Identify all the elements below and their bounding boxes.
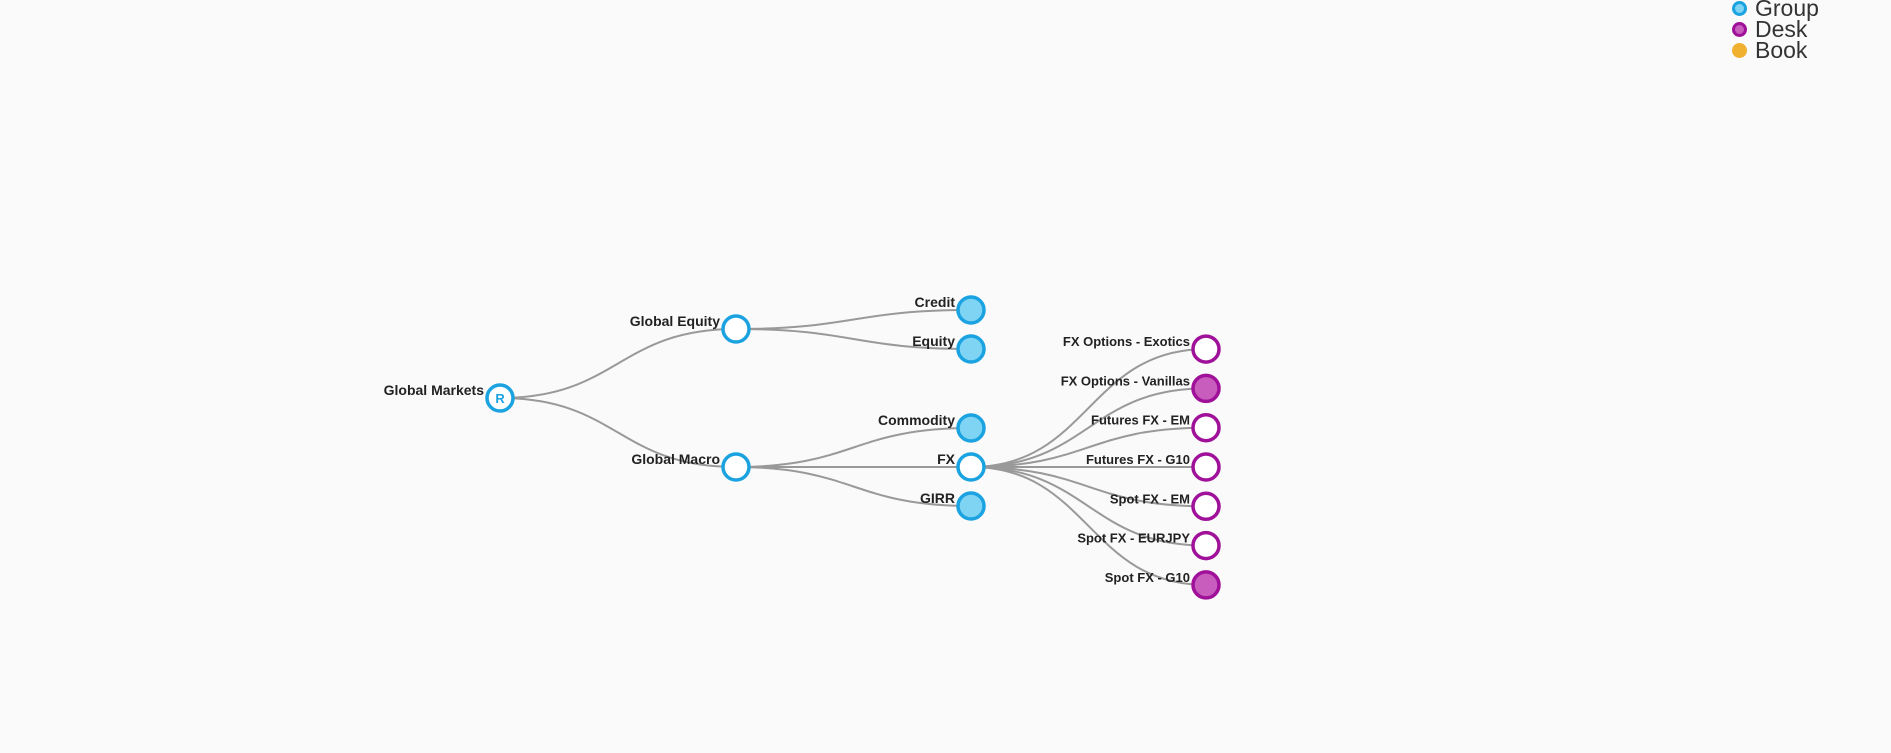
node-circle-fx[interactable] xyxy=(956,452,986,482)
node-label-fx-options-exotics: FX Options - Exotics xyxy=(1063,334,1190,349)
legend-dot-group-icon xyxy=(1732,1,1747,16)
root-letter: R xyxy=(495,391,505,406)
legend-dot-desk-icon xyxy=(1732,22,1747,37)
node-global-markets[interactable]: R Global Markets xyxy=(384,382,515,413)
link-fx-to-fx-options-vanillas xyxy=(970,387,1207,468)
tree-links xyxy=(499,309,1207,586)
node-label-fx-options-vanillas: FX Options - Vanillas xyxy=(1061,373,1190,388)
node-label-futures-fx-g10: Futures FX - G10 xyxy=(1086,452,1190,467)
node-label-spot-fx-em: Spot FX - EM xyxy=(1110,491,1190,506)
node-label-commodity: Commodity xyxy=(878,412,955,428)
node-futures-fx-em[interactable]: Futures FX - EM xyxy=(1091,412,1221,443)
node-circle-global-equity[interactable] xyxy=(721,314,751,344)
legend-dot-book-icon xyxy=(1732,43,1747,58)
node-label-girr: GIRR xyxy=(920,490,955,506)
node-label-futures-fx-em: Futures FX - EM xyxy=(1091,413,1190,428)
node-equity[interactable]: Equity xyxy=(912,333,986,364)
node-circle-fx-options-exotics[interactable] xyxy=(1191,334,1221,364)
node-global-macro[interactable]: Global Macro xyxy=(631,451,751,482)
node-global-equity[interactable]: Global Equity xyxy=(630,313,751,344)
link-fx-to-spot-fx-g10 xyxy=(970,466,1207,586)
node-circle-credit[interactable] xyxy=(956,295,986,325)
link-global-markets-to-global-macro xyxy=(499,397,737,468)
node-circle-futures-fx-em[interactable] xyxy=(1191,412,1221,443)
link-global-markets-to-global-equity xyxy=(499,328,737,399)
legend: Group Desk Book xyxy=(1732,0,1819,63)
node-label-fx: FX xyxy=(937,451,956,467)
node-circle-equity[interactable] xyxy=(956,334,986,364)
link-global-equity-to-equity xyxy=(735,328,972,350)
node-circle-spot-fx-eurjpy[interactable] xyxy=(1191,530,1221,561)
node-label-spot-fx-g10: Spot FX - G10 xyxy=(1105,570,1190,585)
link-fx-to-futures-fx-em xyxy=(970,426,1207,468)
node-label-global-markets: Global Markets xyxy=(384,382,485,398)
legend-label-desk: Desk xyxy=(1755,16,1808,42)
link-fx-to-spot-fx-em xyxy=(970,466,1207,508)
node-circle-spot-fx-em[interactable] xyxy=(1191,491,1221,522)
legend-item-book: Book xyxy=(1732,37,1819,63)
node-fx-options-exotics[interactable]: FX Options - Exotics xyxy=(1063,334,1221,364)
node-circle-commodity[interactable] xyxy=(956,413,986,443)
node-circle-girr[interactable] xyxy=(956,491,986,521)
link-global-macro-to-commodity xyxy=(735,427,972,468)
link-fx-to-spot-fx-eurjpy xyxy=(970,466,1207,547)
node-circle-spot-fx-g10[interactable] xyxy=(1191,570,1221,600)
node-label-global-macro: Global Macro xyxy=(631,451,720,467)
node-girr[interactable]: GIRR xyxy=(920,490,986,521)
node-spot-fx-eurjpy[interactable]: Spot FX - EURJPY xyxy=(1077,530,1221,561)
legend-item-desk: Desk xyxy=(1732,16,1819,42)
node-label-equity: Equity xyxy=(912,333,955,349)
link-global-equity-to-credit xyxy=(735,309,972,330)
node-label-credit: Credit xyxy=(915,294,956,310)
node-circle-futures-fx-g10[interactable] xyxy=(1191,452,1221,482)
node-label-global-equity: Global Equity xyxy=(630,313,720,329)
node-circle-global-macro[interactable] xyxy=(721,452,751,482)
legend-label-group: Group xyxy=(1755,0,1819,21)
link-global-macro-to-girr xyxy=(735,466,972,507)
node-fx[interactable]: FX xyxy=(937,451,986,482)
legend-item-group: Group xyxy=(1732,0,1819,21)
node-circle-fx-options-vanillas[interactable] xyxy=(1191,373,1221,404)
node-spot-fx-g10[interactable]: Spot FX - G10 xyxy=(1105,570,1221,600)
link-fx-to-fx-options-exotics xyxy=(970,348,1207,468)
node-credit[interactable]: Credit xyxy=(915,294,986,325)
node-commodity[interactable]: Commodity xyxy=(878,412,986,443)
node-fx-options-vanillas[interactable]: FX Options - Vanillas xyxy=(1061,373,1221,404)
node-futures-fx-g10[interactable]: Futures FX - G10 xyxy=(1086,452,1221,482)
node-spot-fx-em[interactable]: Spot FX - EM xyxy=(1110,491,1221,522)
node-label-spot-fx-eurjpy: Spot FX - EURJPY xyxy=(1077,531,1190,546)
legend-label-book: Book xyxy=(1755,37,1808,63)
node-circle-global-markets[interactable] xyxy=(485,383,515,413)
